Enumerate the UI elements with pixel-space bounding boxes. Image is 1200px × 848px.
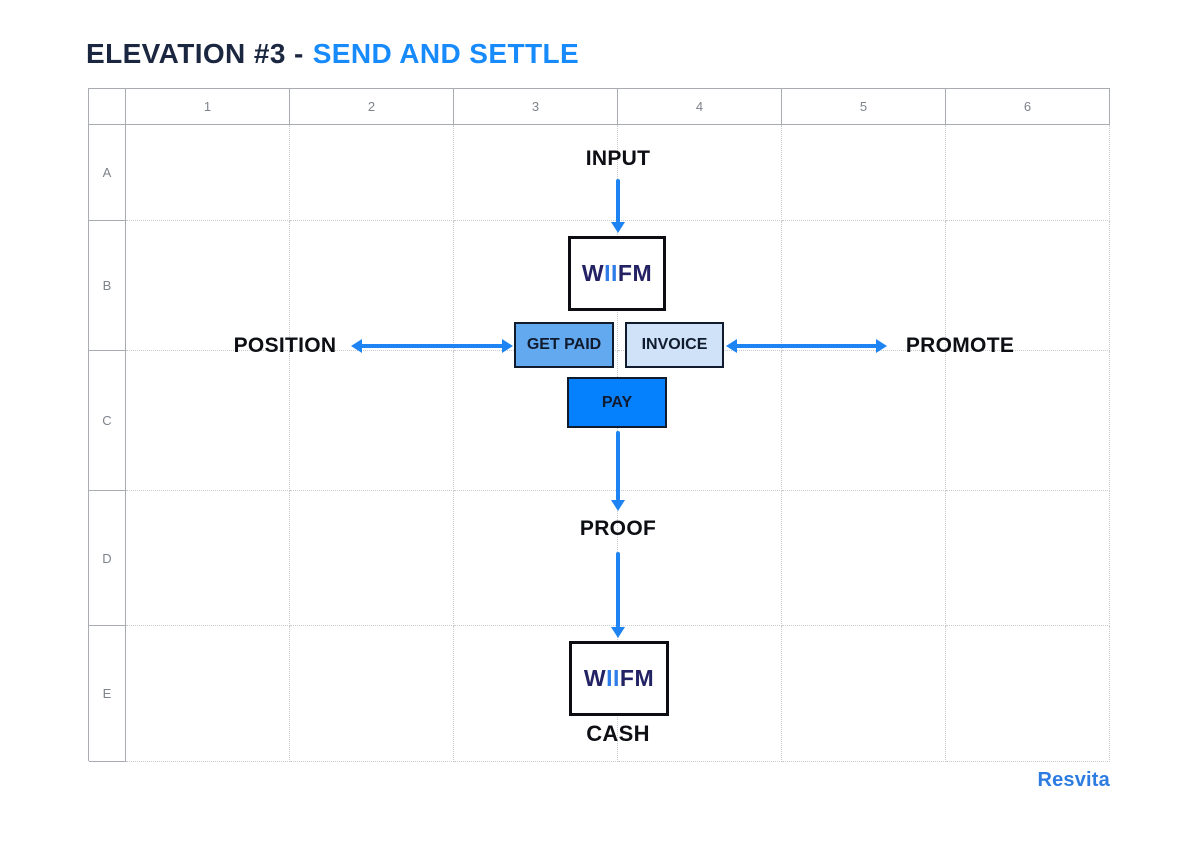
grid-cell [946,626,1110,762]
grid-row-header-a: A [89,125,126,221]
grid-col-header-1: 1 [126,89,290,125]
grid-cell [618,626,782,762]
invoice-box: INVOICE [625,322,724,368]
pay-box: PAY [567,377,667,428]
arrow-invoice-promote [726,339,887,353]
wiifm-text-blue: II [606,665,620,691]
grid-cell [946,221,1110,351]
grid-cell [946,125,1110,221]
arrow-line [616,431,620,501]
arrow-head-icon [876,339,887,353]
pay-label: PAY [601,393,633,411]
grid-cell [126,491,290,626]
arrow-head-icon [351,339,362,353]
grid-row-header-c: C [89,351,126,491]
grid-cell [946,351,1110,491]
grid-corner-cell [89,89,126,125]
arrow-line [616,179,620,223]
arrow-pay-to-proof [611,431,625,511]
wiifm-text-blue: II [604,260,618,286]
grid-cell [618,491,782,626]
grid-cell [290,626,454,762]
grid-cell [126,351,290,491]
arrow-proof-to-wiifm [611,552,625,638]
grid-cell [290,221,454,351]
input-label: INPUT [585,147,651,170]
grid-cell [782,491,946,626]
grid-cell [946,491,1110,626]
grid-col-header-3: 3 [454,89,618,125]
grid-col-header-2: 2 [290,89,454,125]
arrow-line [616,552,620,628]
position-label: POSITION [233,334,337,357]
proof-label: PROOF [579,517,657,540]
arrow-line [360,344,504,348]
wiifm-text-navy: FM [619,665,655,691]
get-paid-label: GET PAID [526,336,602,353]
wiifm-text-navy: W [581,260,605,286]
grid-col-header-4: 4 [618,89,782,125]
grid-col-header-5: 5 [782,89,946,125]
arrow-head-icon [611,222,625,233]
arrow-head-icon [611,500,625,511]
grid-cell [290,125,454,221]
title-prefix: ELEVATION #3 - [86,38,304,69]
grid-cell [126,626,290,762]
invoice-label: INVOICE [641,336,708,353]
grid-cell [618,351,782,491]
arrow-head-icon [611,627,625,638]
cash-label: CASH [586,721,650,746]
grid-cell [618,125,782,221]
grid-cell [290,351,454,491]
grid-cell [126,221,290,351]
grid-cell [126,125,290,221]
get-paid-box: GET PAID [514,322,614,368]
grid-cell [290,491,454,626]
grid-col-header-6: 6 [946,89,1110,125]
arrow-head-icon [726,339,737,353]
grid-row-header-b: B [89,221,126,351]
grid-row-header-d: D [89,491,126,626]
grid-cell [454,491,618,626]
grid-cell [782,626,946,762]
blueprint-grid: 1 2 3 4 5 6 A B C D E [88,88,1110,762]
promote-label: PROMOTE [905,334,1015,357]
grid-cell [782,125,946,221]
title-highlight: SEND AND SETTLE [312,38,580,69]
grid-cell [782,351,946,491]
arrow-input-to-wiifm [611,179,625,233]
wiifm-text-navy: W [583,665,607,691]
resvita-logo: Resvita [1037,769,1110,791]
arrow-line [735,344,878,348]
arrow-position-getpaid [351,339,513,353]
arrow-head-icon [502,339,513,353]
page-title: ELEVATION #3 - SEND AND SETTLE [86,38,579,70]
grid-cell [782,221,946,351]
grid-cell [454,125,618,221]
wiifm-text-navy: FM [617,260,653,286]
grid-row-header-e: E [89,626,126,762]
